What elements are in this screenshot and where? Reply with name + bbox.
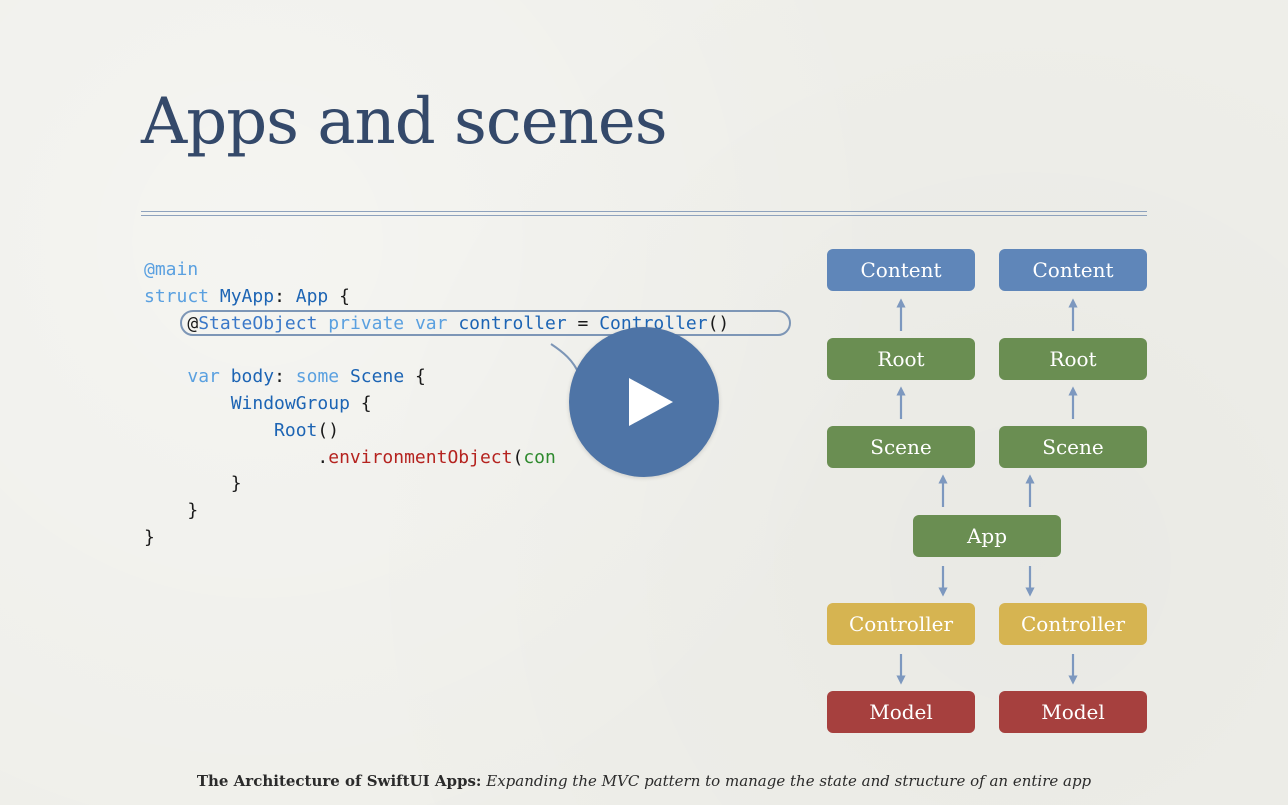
code-token: some xyxy=(295,366,340,388)
code-token: controller xyxy=(458,312,567,334)
code-line-6: WindowGroup { xyxy=(144,391,729,418)
code-token: { xyxy=(349,392,372,414)
code-line-1: @main xyxy=(144,257,729,284)
code-token: var xyxy=(414,312,448,334)
code-token: var xyxy=(187,366,220,388)
code-token: private xyxy=(328,312,405,334)
code-token: Root xyxy=(274,419,318,441)
code-token: () xyxy=(707,312,730,334)
code-token: StateObject xyxy=(198,312,318,334)
code-line-2: struct MyApp: App { xyxy=(144,284,729,311)
diagram-app-box: App xyxy=(913,515,1061,557)
code-token: () xyxy=(317,419,340,441)
diagram-scene-box-left: Scene xyxy=(827,426,975,468)
code-token: } xyxy=(230,473,242,495)
code-line-9: } xyxy=(144,471,729,498)
caption-title: The Architecture of SwiftUI Apps: xyxy=(196,772,482,790)
diagram-model-box-right: Model xyxy=(999,691,1147,733)
title-divider-bottom xyxy=(141,215,1147,216)
code-token: body xyxy=(230,366,275,388)
code-line-11: } xyxy=(144,525,729,552)
play-icon xyxy=(629,378,673,426)
code-token: MyApp xyxy=(219,285,275,307)
code-token: con xyxy=(523,446,556,468)
code-token: @main xyxy=(144,259,199,280)
slide-caption: The Architecture of SwiftUI Apps: Expand… xyxy=(0,772,1288,790)
title-divider-top xyxy=(141,211,1147,212)
code-token: : xyxy=(274,285,296,307)
state-object-highlight xyxy=(180,310,791,336)
code-token: environmentObject xyxy=(328,446,513,468)
code-token: struct xyxy=(144,285,210,307)
code-token: Scene xyxy=(349,366,405,388)
slide-title: Apps and scenes xyxy=(141,85,668,159)
code-token: ( xyxy=(512,446,524,468)
code-line-8: .environmentObject(con xyxy=(144,445,729,472)
diagram-scene-box-right: Scene xyxy=(999,426,1147,468)
code-token: App xyxy=(295,285,329,307)
caption-subtitle: Expanding the MVC pattern to manage the … xyxy=(486,772,1092,790)
code-token: } xyxy=(187,500,199,522)
code-token: } xyxy=(144,526,155,548)
code-token: . xyxy=(317,446,329,468)
code-token: @ xyxy=(187,312,199,334)
code-line-7: Root() xyxy=(144,418,729,445)
code-token: { xyxy=(404,366,426,388)
play-button[interactable] xyxy=(569,327,719,477)
code-token: { xyxy=(328,285,350,307)
diagram-model-box-left: Model xyxy=(827,691,975,733)
diagram-root-box-right: Root xyxy=(999,338,1147,380)
diagram-content-box-right: Content xyxy=(999,249,1147,291)
code-token: : xyxy=(274,366,296,388)
diagram-controller-box-right: Controller xyxy=(999,603,1147,645)
diagram-controller-box-left: Controller xyxy=(827,603,975,645)
diagram-content-box-left: Content xyxy=(827,249,975,291)
code-token: WindowGroup xyxy=(230,392,350,414)
code-line-10: } xyxy=(144,498,729,525)
code-line-5: var body: some Scene { xyxy=(144,364,729,391)
code-token: = xyxy=(566,312,600,334)
diagram-root-box-left: Root xyxy=(827,338,975,380)
